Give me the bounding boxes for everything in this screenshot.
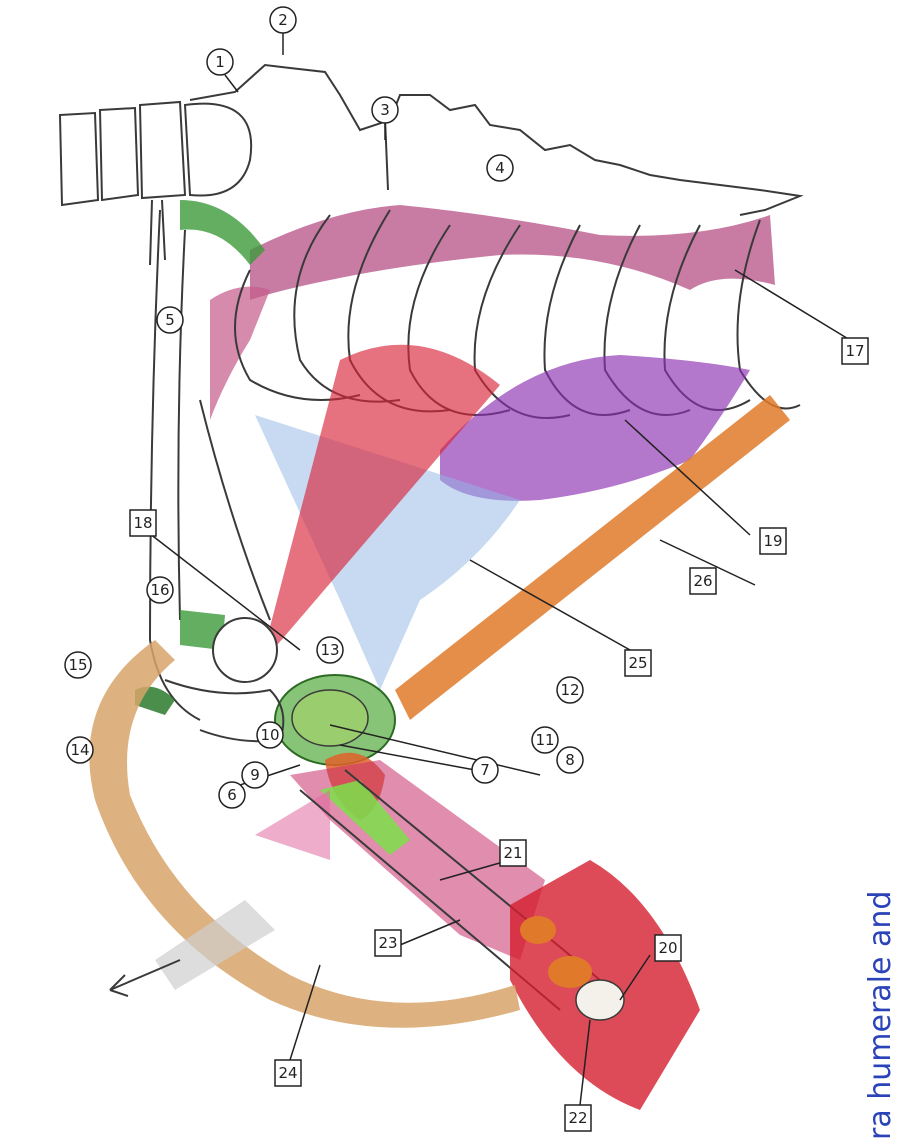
label-10: 10 bbox=[260, 726, 279, 744]
label-1: 1 bbox=[215, 53, 225, 71]
sternum-outline bbox=[190, 65, 800, 215]
label-19: 19 bbox=[763, 532, 782, 550]
label-25: 25 bbox=[628, 654, 647, 672]
label-14: 14 bbox=[70, 741, 89, 759]
vertebral-column bbox=[60, 102, 251, 265]
label-17: 17 bbox=[845, 342, 864, 360]
label-20: 20 bbox=[658, 939, 677, 957]
label-22: 22 bbox=[568, 1109, 587, 1127]
label-7: 7 bbox=[480, 761, 490, 779]
coracoclavicular-ligament bbox=[180, 200, 265, 265]
label-9: 9 bbox=[250, 766, 260, 784]
label-15: 15 bbox=[68, 656, 87, 674]
label-6: 6 bbox=[227, 786, 237, 804]
label-26: 26 bbox=[693, 572, 712, 590]
trapezius-lower bbox=[210, 287, 270, 420]
acromion bbox=[213, 618, 277, 682]
tendon-orange-2 bbox=[548, 956, 592, 988]
caption-text: ra humerale and bbox=[863, 891, 898, 1140]
tendon-orange-1 bbox=[520, 916, 556, 944]
label-3: 3 bbox=[380, 101, 390, 119]
label-24: 24 bbox=[278, 1064, 297, 1082]
bone-end bbox=[576, 980, 624, 1020]
label-16: 16 bbox=[150, 581, 169, 599]
label-13: 13 bbox=[320, 641, 339, 659]
label-18: 18 bbox=[133, 514, 152, 532]
label-12: 12 bbox=[560, 681, 579, 699]
label-23: 23 bbox=[378, 934, 397, 952]
label-2: 2 bbox=[278, 11, 288, 29]
label-4: 4 bbox=[495, 159, 505, 177]
label-8: 8 bbox=[565, 751, 575, 769]
label-21: 21 bbox=[503, 844, 522, 862]
trapezius-muscle bbox=[250, 205, 775, 300]
pink-fan bbox=[255, 790, 330, 860]
label-5: 5 bbox=[165, 311, 175, 329]
humeral-head bbox=[292, 690, 368, 746]
label-11: 11 bbox=[535, 731, 554, 749]
